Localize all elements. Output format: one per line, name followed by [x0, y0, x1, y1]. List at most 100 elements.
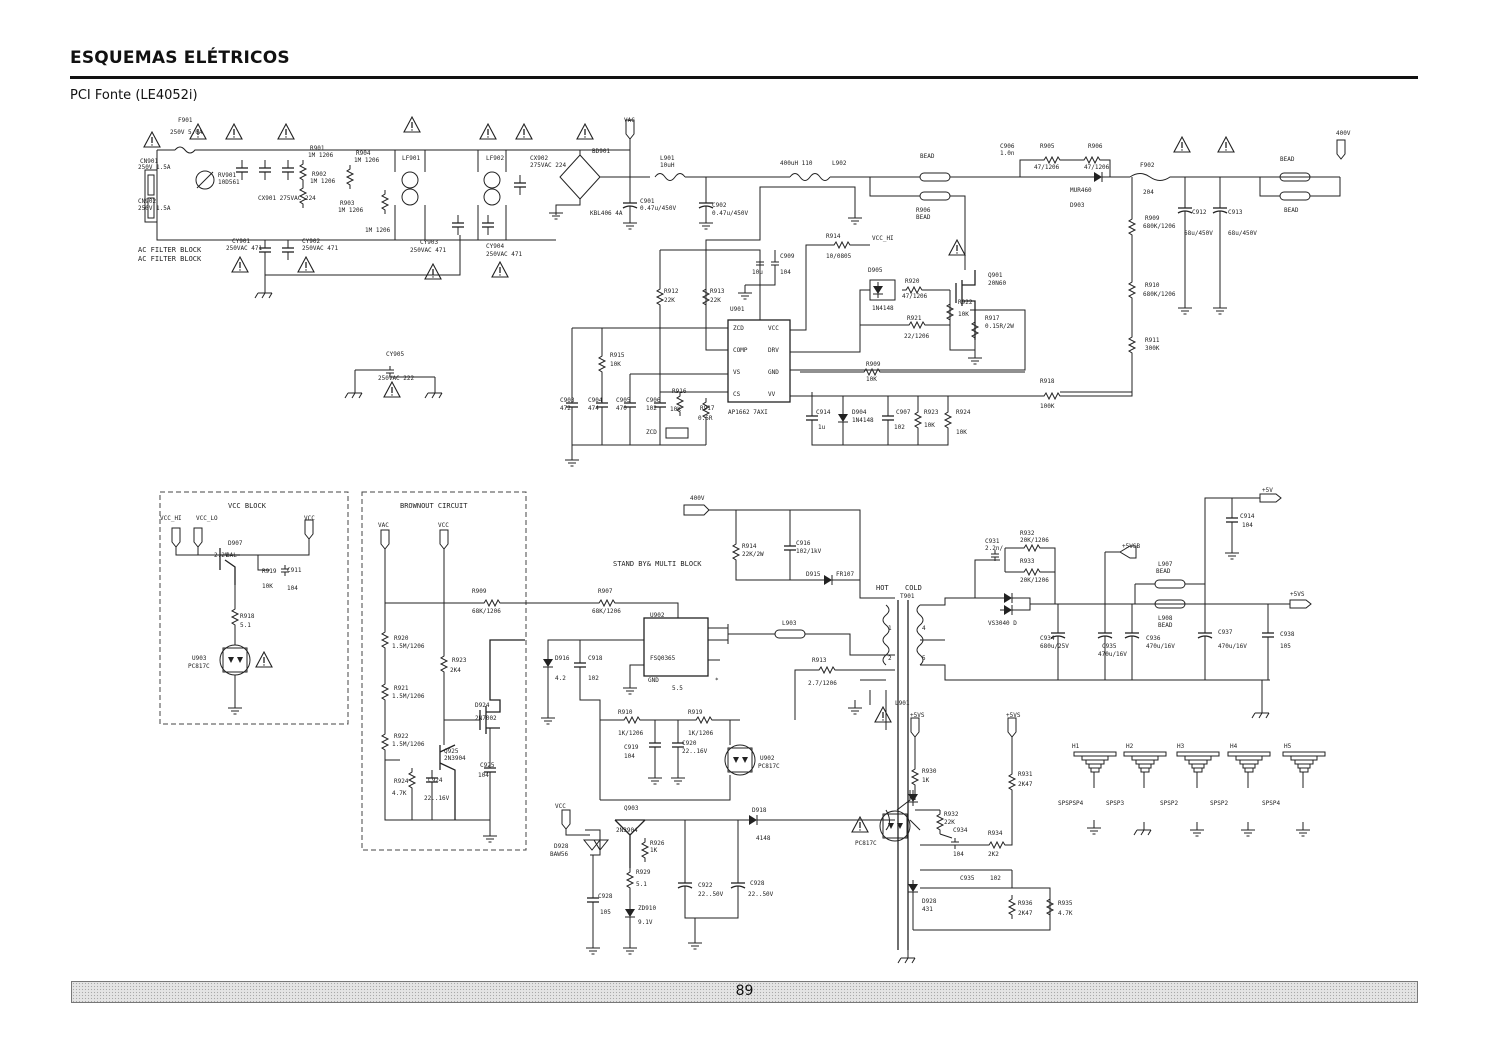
mounting-holes: H1 H2 H3 H4 H5 SPSPSP4 SPSP3 SPSP2 SPSP2…	[1058, 743, 1326, 837]
svg-text:400V: 400V	[1336, 130, 1351, 137]
svg-text:F902: F902	[1140, 162, 1155, 169]
svg-text:10D561: 10D561	[218, 179, 240, 186]
svg-text:R920: R920	[394, 635, 409, 642]
svg-text:10u: 10u	[752, 269, 763, 276]
svg-text:5.1: 5.1	[240, 622, 251, 629]
svg-text:10K: 10K	[958, 311, 969, 318]
svg-text:U902: U902	[760, 755, 775, 762]
pfc-controller-section: ZCD VCC COMP DRV VS GND CS VV AP1662 7AX…	[344, 233, 1133, 467]
svg-text:C925: C925	[480, 762, 495, 769]
svg-text:R902: R902	[312, 171, 327, 178]
svg-text:LF901: LF901	[402, 155, 420, 162]
svg-text:D924: D924	[475, 702, 490, 709]
svg-text:R931: R931	[1018, 771, 1033, 778]
svg-text:MUR460: MUR460	[1070, 187, 1092, 194]
svg-text:C931: C931	[985, 538, 1000, 545]
svg-text:R906: R906	[1088, 143, 1103, 150]
svg-text:5: 5	[922, 655, 926, 662]
svg-text:68K/1206: 68K/1206	[592, 608, 621, 615]
svg-text:250VAC 471: 250VAC 471	[226, 245, 263, 252]
standby-transformer: T901 1 2 4 5 L901 PC817C	[855, 593, 1270, 964]
svg-text:472: 472	[560, 405, 571, 412]
svg-text:PC817C: PC817C	[188, 663, 210, 670]
svg-text:R932: R932	[1020, 530, 1035, 537]
svg-text:VCC: VCC	[304, 515, 315, 522]
svg-text:C913: C913	[1228, 209, 1243, 216]
svg-text:22..50V: 22..50V	[748, 891, 774, 898]
svg-text:R909: R909	[472, 588, 487, 595]
svg-text:R923: R923	[924, 409, 939, 416]
svg-text:1K: 1K	[922, 777, 930, 784]
standby-title: STAND BY& MULTI BLOCK	[613, 560, 702, 568]
svg-text:C905: C905	[616, 397, 631, 404]
svg-text:CY904: CY904	[486, 243, 504, 250]
svg-text:102: 102	[588, 675, 599, 682]
svg-text:C906: C906	[1000, 143, 1015, 150]
svg-text:250VAC 471: 250VAC 471	[410, 247, 447, 254]
svg-text:R926: R926	[650, 840, 665, 847]
svg-text:R901: R901	[310, 145, 325, 152]
svg-text:U903: U903	[192, 655, 207, 662]
svg-text:L901: L901	[660, 155, 675, 162]
svg-text:C937: C937	[1218, 629, 1233, 636]
svg-text:R912: R912	[664, 288, 679, 295]
svg-text:2K4: 2K4	[450, 667, 461, 674]
svg-text:102/1kV: 102/1kV	[796, 548, 822, 555]
svg-text:10K: 10K	[610, 361, 621, 368]
svg-text:SPSP3: SPSP3	[1106, 800, 1124, 807]
svg-text:R924: R924	[956, 409, 971, 416]
svg-text:R914: R914	[742, 543, 757, 550]
svg-text:C912: C912	[1192, 209, 1207, 216]
svg-text:680u/25V: 680u/25V	[1040, 643, 1069, 650]
svg-text:R921: R921	[907, 315, 922, 322]
svg-text:1.0n: 1.0n	[1000, 150, 1015, 157]
svg-text:C919: C919	[624, 744, 639, 751]
svg-text:D928: D928	[922, 898, 937, 905]
svg-text:104: 104	[478, 772, 489, 779]
svg-text:CY902: CY902	[302, 238, 320, 245]
svg-text:FR107: FR107	[836, 571, 854, 578]
svg-text:L907: L907	[1158, 561, 1173, 568]
svg-text:H5: H5	[1284, 743, 1292, 750]
svg-text:5.5: 5.5	[672, 685, 683, 692]
hot-side-label: HOT	[876, 584, 889, 592]
svg-text:R936: R936	[1018, 900, 1033, 907]
svg-text:F901: F901	[178, 117, 193, 124]
svg-text:L903: L903	[782, 620, 797, 627]
svg-text:474: 474	[588, 405, 599, 412]
svg-text:VCC: VCC	[768, 325, 779, 332]
svg-text:250V 1.5A: 250V 1.5A	[138, 164, 171, 171]
svg-text:U902: U902	[650, 612, 665, 619]
svg-text:H3: H3	[1177, 743, 1185, 750]
svg-text:C902: C902	[712, 202, 727, 209]
brownout-circuit: BROWNOUT CIRCUIT VAC VCC R909 68K/1206 R…	[361, 491, 679, 851]
svg-text:BEAD: BEAD	[1158, 622, 1173, 629]
svg-text:C916: C916	[796, 540, 811, 547]
svg-text:1K/1206: 1K/1206	[688, 730, 714, 737]
svg-text:R929: R929	[636, 869, 651, 876]
svg-text:1.5M/1206: 1.5M/1206	[392, 643, 425, 650]
svg-text:4148: 4148	[756, 835, 771, 842]
svg-text:D916: D916	[555, 655, 570, 662]
svg-text:D915: D915	[806, 571, 821, 578]
bulk-input-section: VAC L901 10uH C901 0.47u/450V C902 0.47u…	[622, 117, 920, 350]
svg-text:R905: R905	[1040, 143, 1055, 150]
svg-text:VAC: VAC	[624, 117, 635, 124]
vcc-block: VCC BLOCK VCC_HI VCC_LO VCC D907 2.2V BA…	[159, 491, 349, 725]
svg-text:20K/1206: 20K/1206	[1020, 577, 1049, 584]
page-number: 89	[735, 983, 754, 999]
svg-text:R918: R918	[1040, 378, 1055, 385]
svg-text:VCC_HI: VCC_HI	[160, 515, 182, 522]
svg-text:Q901: Q901	[988, 272, 1003, 279]
svg-text:R909: R909	[866, 361, 881, 368]
svg-text:ZCD: ZCD	[646, 429, 657, 436]
svg-text:250V 1.5A: 250V 1.5A	[138, 205, 171, 212]
svg-text:20N60: 20N60	[988, 280, 1006, 287]
svg-text:CY905: CY905	[386, 351, 404, 358]
svg-text:R933: R933	[1020, 558, 1035, 565]
vcc-block-title: VCC BLOCK	[228, 502, 267, 510]
svg-text:1N4148: 1N4148	[852, 417, 874, 424]
svg-text:C909: C909	[780, 253, 795, 260]
svg-text:1K/1206: 1K/1206	[618, 730, 644, 737]
